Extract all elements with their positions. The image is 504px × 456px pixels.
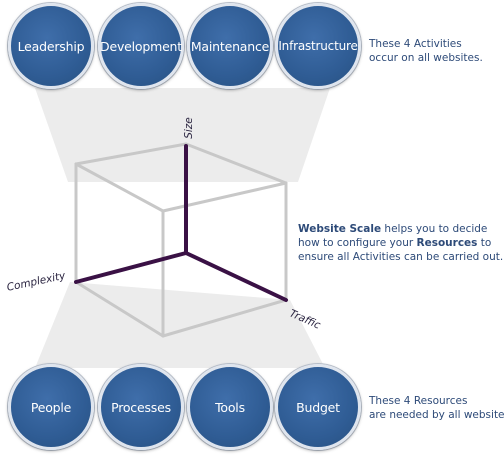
resources-term: Resources xyxy=(416,237,478,249)
circle-processes: Processes xyxy=(98,364,184,450)
circle-tools: Tools xyxy=(187,364,273,450)
circle-budget: Budget xyxy=(275,364,361,450)
circle-people: People xyxy=(8,364,94,450)
circle-development: Development xyxy=(98,3,184,89)
cube-edge xyxy=(74,162,165,213)
size-axis-label: Size xyxy=(182,117,195,139)
circle-infrastructure: Infrastructure xyxy=(275,3,361,89)
activities-note: These 4 Activities occur on all websites… xyxy=(369,38,483,64)
circle-leadership: Leadership xyxy=(8,3,94,89)
website-scale-note: Website Scale helps you to decide how to… xyxy=(298,223,504,263)
cube-edge xyxy=(74,142,188,166)
resources-note: These 4 Resources are needed by all webs… xyxy=(369,395,504,421)
cube-edge xyxy=(74,280,165,338)
bottom-funnel xyxy=(35,282,325,368)
cube-edge xyxy=(161,181,288,213)
complexity-axis xyxy=(74,251,188,284)
cube-edge xyxy=(161,298,288,338)
cube-edge xyxy=(184,142,288,185)
website-scale-term: Website Scale xyxy=(298,223,382,235)
traffic-axis xyxy=(184,251,288,302)
circle-maintenance: Maintenance xyxy=(187,3,273,89)
